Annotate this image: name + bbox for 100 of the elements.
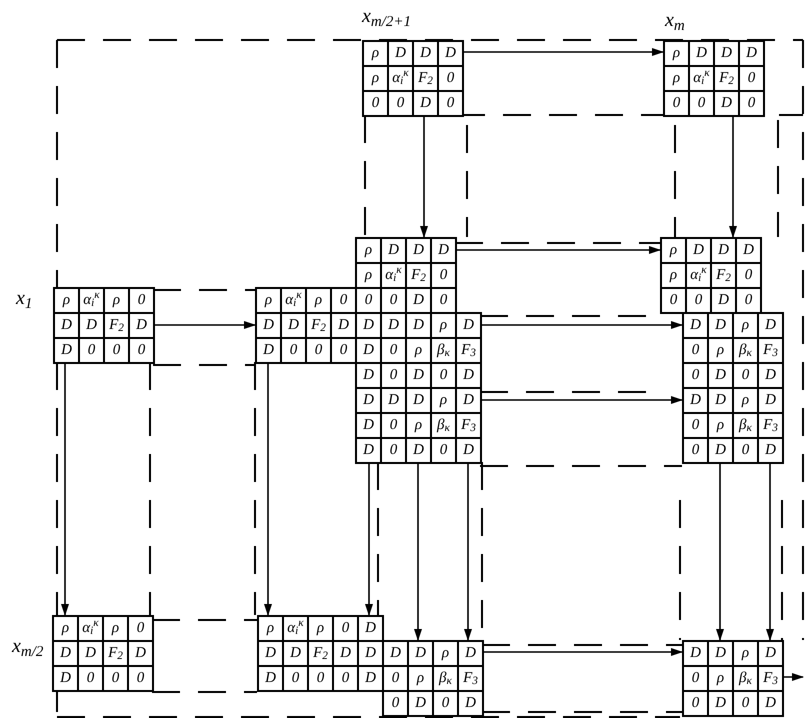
variable-label: x$_{1}$	[16, 288, 32, 308]
matrix-cell: 0	[382, 439, 407, 464]
matrix-cell: D	[407, 389, 432, 414]
matrix-cell: β$_{κ}$	[434, 667, 459, 692]
matrix-cell: ρ	[709, 339, 734, 364]
matrix-cell: D	[432, 239, 457, 264]
matrix-cell: 0	[684, 439, 709, 464]
matrix-cell: D	[687, 239, 712, 264]
arrow	[61, 362, 69, 616]
matrix-cell: 0	[284, 667, 309, 692]
matrix-cell: D	[414, 42, 439, 67]
variable-label: x$_{m/2+1}$	[362, 6, 412, 26]
matrix-cell: ρ	[409, 667, 434, 692]
matrix-cell: ρ	[665, 42, 690, 67]
matrix-cell: F$_{3}$	[759, 667, 784, 692]
matrix-block	[663, 40, 765, 117]
matrix-cell: D	[357, 439, 382, 464]
arrow	[464, 462, 472, 641]
matrix-cell: 0	[105, 339, 130, 364]
matrix-block	[382, 640, 484, 717]
matrix-cell: D	[712, 239, 737, 264]
matrix-cell: D	[709, 692, 734, 717]
matrix-cell: β$_{κ}$	[734, 339, 759, 364]
arrow	[766, 462, 774, 641]
matrix-cell: ρ	[665, 67, 690, 92]
matrix-block	[255, 287, 357, 364]
matrix-cell: ρ	[104, 617, 129, 642]
matrix-cell: ρ	[364, 67, 389, 92]
matrix-cell: F$_{2}$	[712, 264, 737, 289]
matrix-cell: D	[457, 314, 482, 339]
matrix-cell: β$_{κ}$	[734, 667, 759, 692]
matrix-cell: D	[282, 314, 307, 339]
matrix-cell: D	[715, 92, 740, 117]
matrix-cell: D	[257, 314, 282, 339]
matrix-cell: 0	[684, 414, 709, 439]
matrix-cell: D	[357, 414, 382, 439]
matrix-cell: ρ	[357, 239, 382, 264]
matrix-cell: ρ	[259, 617, 284, 642]
matrix-cell: D	[382, 314, 407, 339]
matrix-cell: F$_{2}$	[104, 642, 129, 667]
matrix-cell: F$_{2}$	[715, 67, 740, 92]
matrix-cell: 0	[384, 692, 409, 717]
matrix-cell: D	[439, 42, 464, 67]
matrix-cell: D	[259, 642, 284, 667]
matrix-block	[257, 615, 384, 692]
matrix-cell: 0	[740, 92, 765, 117]
matrix-cell: D	[709, 389, 734, 414]
matrix-cell: D	[55, 339, 80, 364]
matrix-cell: F$_{3}$	[457, 339, 482, 364]
matrix-cell: ρ	[734, 314, 759, 339]
arrow	[455, 246, 661, 254]
arrow	[414, 462, 422, 641]
matrix-cell: ρ	[709, 667, 734, 692]
matrix-cell: D	[684, 314, 709, 339]
matrix-cell: D	[409, 642, 434, 667]
matrix-cell: D	[54, 667, 79, 692]
matrix-cell: ρ	[407, 414, 432, 439]
matrix-cell: F$_{3}$	[759, 339, 784, 364]
matrix-cell: 0	[382, 364, 407, 389]
matrix-cell: 0	[389, 92, 414, 117]
matrix-cell: D	[384, 642, 409, 667]
matrix-cell: β$_{κ}$	[734, 414, 759, 439]
matrix-cell: F$_{2}$	[414, 67, 439, 92]
matrix-cell: ρ	[662, 264, 687, 289]
matrix-cell: D	[684, 389, 709, 414]
matrix-block	[53, 287, 155, 364]
matrix-cell: ρ	[309, 617, 334, 642]
matrix-cell: 0	[80, 339, 105, 364]
matrix-cell: D	[259, 667, 284, 692]
matrix-cell: 0	[129, 667, 154, 692]
arrow	[420, 115, 428, 238]
matrix-block	[682, 640, 784, 717]
matrix-cell: F$_{2}$	[309, 642, 334, 667]
matrix-cell: D	[759, 389, 784, 414]
matrix-cell: D	[709, 314, 734, 339]
matrix-cell: D	[459, 692, 484, 717]
matrix-cell: 0	[130, 289, 155, 314]
matrix-cell: 0	[665, 92, 690, 117]
variable-label: x$_{m/2}$	[12, 636, 44, 656]
matrix-cell: D	[690, 42, 715, 67]
matrix-cell: D	[79, 642, 104, 667]
matrix-cell: ρ	[357, 264, 382, 289]
matrix-cell: ρ	[105, 289, 130, 314]
matrix-cell: ρ	[364, 42, 389, 67]
matrix-cell: ρ	[55, 289, 80, 314]
matrix-cell: D	[257, 339, 282, 364]
matrix-block	[660, 237, 762, 314]
matrix-cell: 0	[79, 667, 104, 692]
variable-label: x$_{m}$	[665, 10, 685, 30]
matrix-cell: 0	[432, 264, 457, 289]
matrix-cell: 0	[684, 667, 709, 692]
matrix-cell: D	[759, 364, 784, 389]
matrix-cell: ρ	[734, 642, 759, 667]
matrix-cell: ρ	[54, 617, 79, 642]
matrix-cell: D	[459, 642, 484, 667]
matrix-cell: D	[357, 314, 382, 339]
arrow	[482, 648, 683, 656]
matrix-cell: F$_{3}$	[459, 667, 484, 692]
matrix-cell: 0	[734, 692, 759, 717]
arrow	[153, 321, 256, 329]
